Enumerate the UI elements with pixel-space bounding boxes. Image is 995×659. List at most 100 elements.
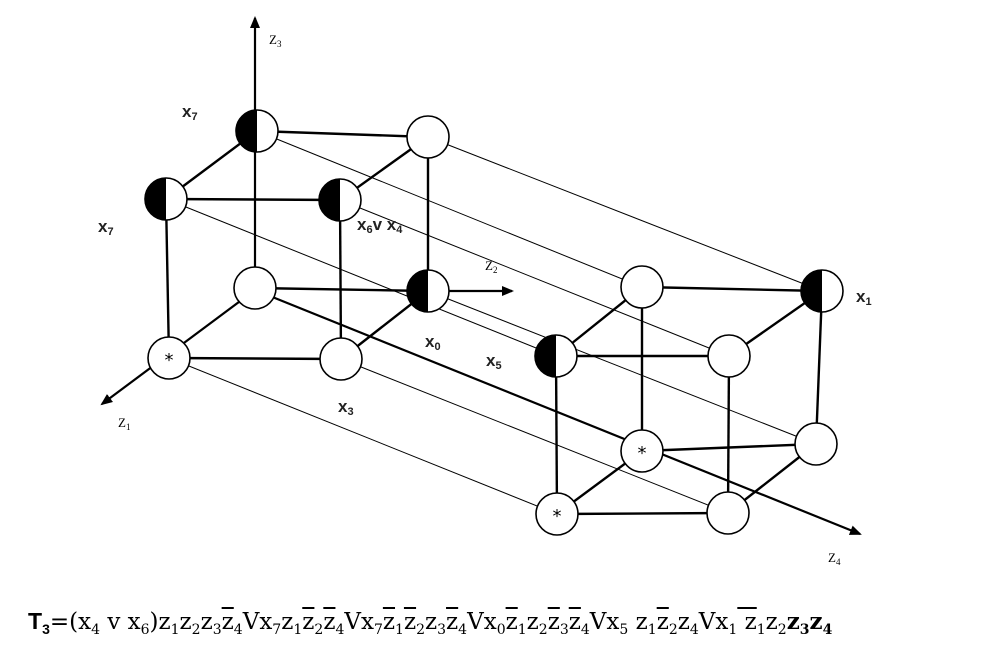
formula-equals: = — [49, 609, 70, 635]
formula-term: Vx7z1z2z4 — [242, 609, 345, 638]
formula-symbol: z — [281, 609, 294, 635]
formula-term: (x4 v x6)z1z2z3z4 — [69, 609, 243, 638]
node-origin — [233, 266, 277, 310]
right-cube-edges — [554, 285, 824, 516]
left-cube-edges — [164, 129, 430, 361]
formula-symbol: z — [323, 609, 336, 635]
formula-subscript: 3 — [799, 622, 810, 638]
node-half-x7-top — [235, 109, 279, 153]
projection-lines — [165, 130, 823, 515]
formula-subscript: 2 — [191, 622, 201, 638]
formula-symbol: z — [526, 609, 539, 635]
formula-subscript: 3 — [559, 622, 569, 638]
formula-terms: (x4 v x6)z1z2z3z4Vx7z1z2z4Vx7z1z2z3z4Vx0… — [69, 608, 833, 638]
formula-subscript: 6 — [140, 622, 150, 638]
formula-term: Vx7z1z2z3z4 — [344, 609, 468, 638]
formula-symbol: z — [568, 609, 581, 635]
formula-symbol: z — [302, 609, 315, 635]
formula-subscript: 4 — [580, 622, 590, 638]
node-right-top-back-left — [620, 265, 664, 309]
node-top-back — [406, 115, 450, 159]
formula-term: Vx0z1z2z3z4 — [467, 609, 590, 638]
label-x1: x1 — [856, 287, 872, 308]
formula-symbol: V — [242, 609, 260, 635]
formula-term: Vx5 z1z2z4 — [589, 609, 699, 638]
formula-term: Vx1 z1z2z3z4 — [698, 608, 833, 638]
formula-symbol: V — [589, 609, 607, 635]
formula-subscript: 2 — [416, 622, 425, 638]
axes — [100, 16, 862, 536]
vertex-labels: x7 x7 x6v x4 x0 x5 x3 x1 — [98, 102, 872, 418]
formula-subscript: 1 — [395, 622, 404, 638]
star-marker: * — [638, 443, 647, 464]
formula-subscript: 1 — [293, 622, 303, 638]
formula-symbol: z — [809, 608, 823, 635]
formula-symbol: z — [221, 609, 234, 635]
formula-subscript: 4 — [689, 622, 699, 638]
formula-subscript: 4 — [233, 622, 243, 638]
axis-label-z3: Z3 — [269, 32, 282, 49]
label-x7-top: x7 — [182, 102, 198, 123]
star-marker: * — [165, 350, 174, 371]
formula-subscript: 0 — [496, 622, 506, 638]
formula-symbol: V — [467, 609, 484, 635]
formula-subscript: 4 — [458, 622, 468, 638]
label-x6vx4: x6v x4 — [357, 215, 403, 236]
node-right-bottom-front — [706, 491, 750, 535]
formula-subscript: 3 — [212, 622, 222, 638]
formula-symbol: x — [606, 609, 620, 635]
formula-symbol: z — [200, 609, 213, 635]
axis-label-z4: Z4 — [828, 550, 841, 567]
formula-lhs: T3 — [28, 608, 50, 637]
node-star-left: * — [147, 336, 191, 380]
formula-subscript: 1 — [517, 622, 527, 638]
formula-symbol: z — [737, 609, 757, 635]
formula-symbol: z — [424, 609, 438, 635]
formula-subscript: 1 — [170, 622, 180, 638]
formula-symbol: V — [698, 609, 716, 635]
label-x0: x0 — [425, 332, 441, 353]
node-half-x7-left — [144, 177, 188, 221]
node-half-x1 — [800, 269, 844, 313]
formula-symbol: z — [765, 609, 778, 635]
formula-subscript: 4 — [335, 622, 345, 638]
formula-subscript: 2 — [777, 622, 787, 638]
node-star-right-front: * — [535, 492, 579, 536]
nodes: * * * — [144, 109, 844, 536]
formula-subscript: 2 — [668, 622, 678, 638]
node-half-x0 — [406, 269, 450, 313]
formula-symbol: z — [547, 609, 560, 635]
formula-subscript: 3 — [437, 622, 447, 638]
formula-symbol: z — [786, 608, 800, 635]
formula-symbol: (x — [69, 609, 92, 635]
formula-subscript: 1 — [728, 622, 738, 638]
axis-labels: Z3 Z2 Z1 Z4 — [118, 32, 841, 567]
formula-symbol: z — [505, 609, 518, 635]
formula-symbol: z — [677, 609, 690, 635]
formula-symbol: v x — [100, 609, 141, 635]
formula-subscript: 2 — [314, 622, 324, 638]
node-half-x6vx4 — [318, 178, 362, 222]
star-marker: * — [553, 506, 562, 527]
node-star-right-back: * — [620, 429, 664, 473]
formula-symbol: x — [715, 609, 729, 635]
axis-label-z1: Z1 — [118, 415, 130, 432]
formula-subscript: 1 — [647, 622, 657, 638]
node-half-x5 — [534, 334, 578, 378]
label-x3: x3 — [338, 397, 354, 418]
formula-symbol: x — [483, 609, 497, 635]
formula-subscript: 4 — [822, 622, 833, 638]
formula-subscript: 5 — [619, 622, 629, 638]
formula-symbol: x — [259, 609, 273, 635]
formula-symbol: z — [446, 609, 459, 635]
formula-symbol: V — [344, 609, 361, 635]
node-right-top-front — [707, 334, 751, 378]
formula-t3: T3=(x4 v x6)z1z2z3z4Vx7z1z2z4Vx7z1z2z3z4… — [28, 600, 978, 642]
formula-symbol: )z — [149, 609, 171, 635]
hypercube-diagram: * * * Z3 Z2 Z1 Z4 x7 x7 x6v x4 x0 x5 x3 … — [98, 16, 872, 567]
formula-subscript: 7 — [373, 622, 383, 638]
formula-symbol: z — [382, 609, 396, 635]
label-x5: x5 — [486, 351, 502, 372]
formula-subscript: 2 — [538, 622, 548, 638]
formula-symbol: z — [179, 609, 192, 635]
